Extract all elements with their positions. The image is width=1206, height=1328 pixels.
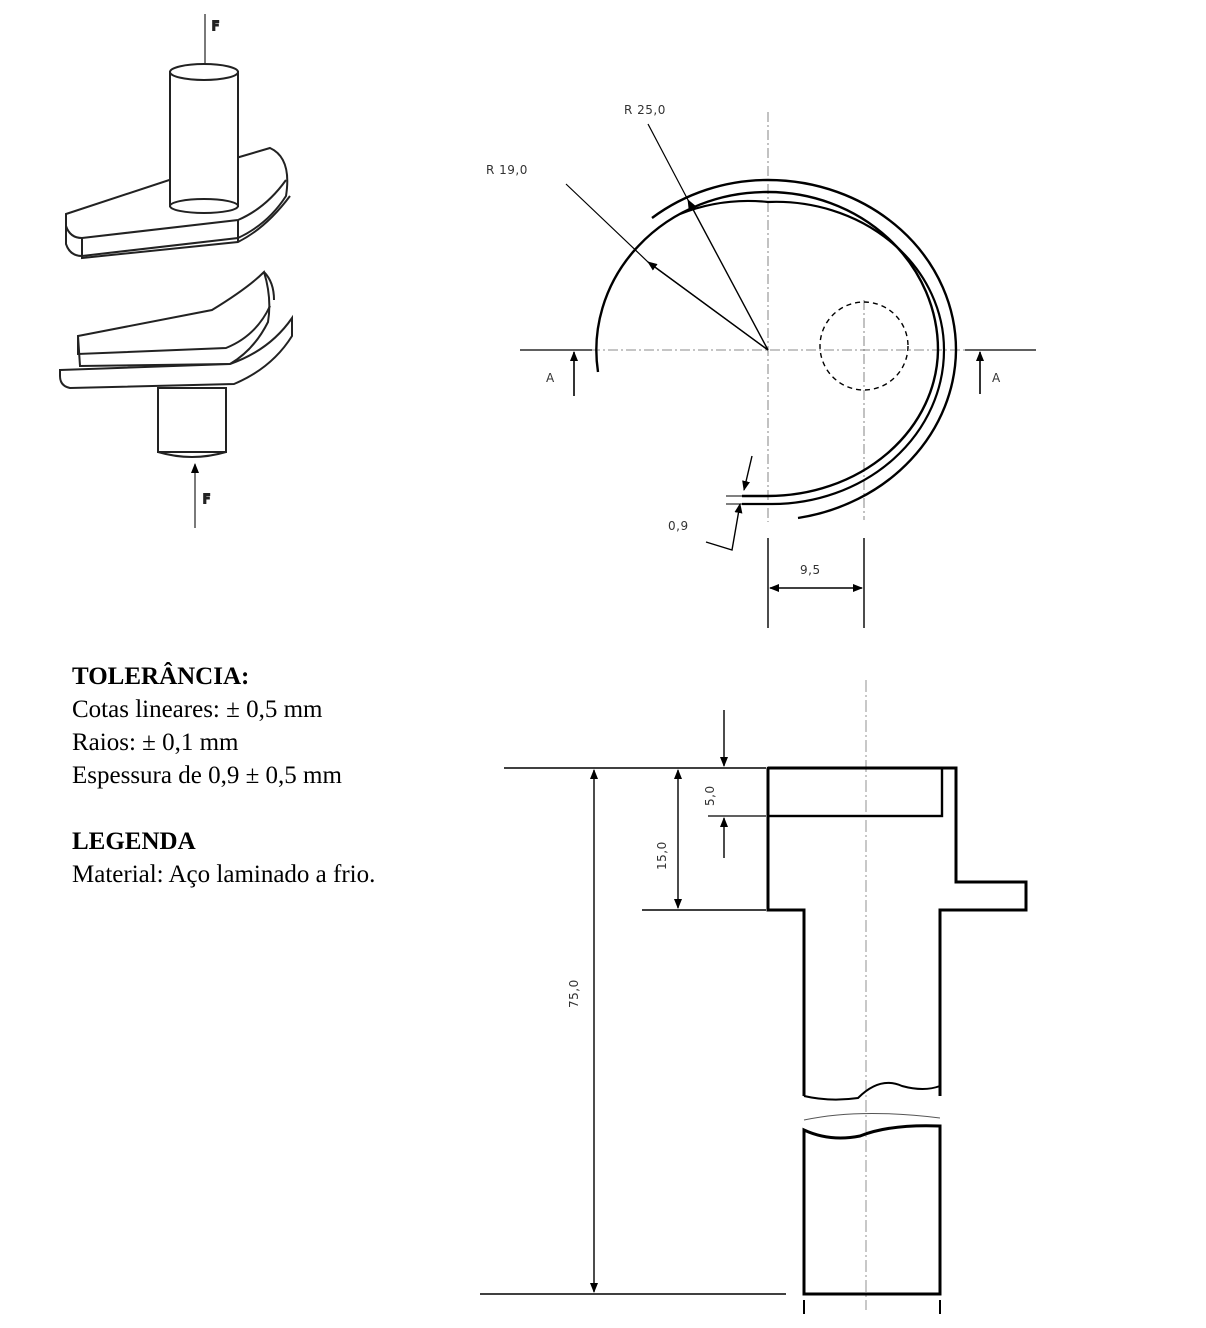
notes-block: TOLERÂNCIA: Cotas lineares: ± 0,5 mm Rai… (72, 660, 375, 891)
dim-depth-15: 15,0 (655, 841, 669, 870)
dim-total-height: 75,0 (567, 979, 581, 1008)
section-label-right: A (992, 371, 1001, 385)
section-label-left: A (546, 371, 555, 385)
tolerance-radius: Raios: ± 0,1 mm (72, 729, 239, 756)
legend-material: Material: Aço laminado a frio. (72, 861, 376, 888)
tolerance-linear: Cotas lineares: ± 0,5 mm (72, 696, 323, 723)
tolerance-title: TOLERÂNCIA: (72, 663, 250, 690)
section-view (480, 680, 1028, 1314)
dim-offset: 9,5 (800, 563, 821, 577)
dim-r-inner: R 19,0 (486, 163, 528, 177)
dim-thickness: 0,9 (668, 519, 689, 533)
dim-r-outer: R 25,0 (624, 103, 666, 117)
force-label-bottom: F (203, 492, 210, 506)
top-view: A A R 19,0 R 25,0 0,9 9,5 (486, 103, 1036, 628)
dim-depth-5: 5,0 (703, 785, 717, 806)
legend-title: LEGENDA (72, 828, 196, 855)
isometric-view: F F (59, 14, 293, 528)
tolerance-thickness: Espessura de 0,9 ± 0,5 mm (72, 762, 342, 789)
force-label-top: F (212, 19, 219, 33)
